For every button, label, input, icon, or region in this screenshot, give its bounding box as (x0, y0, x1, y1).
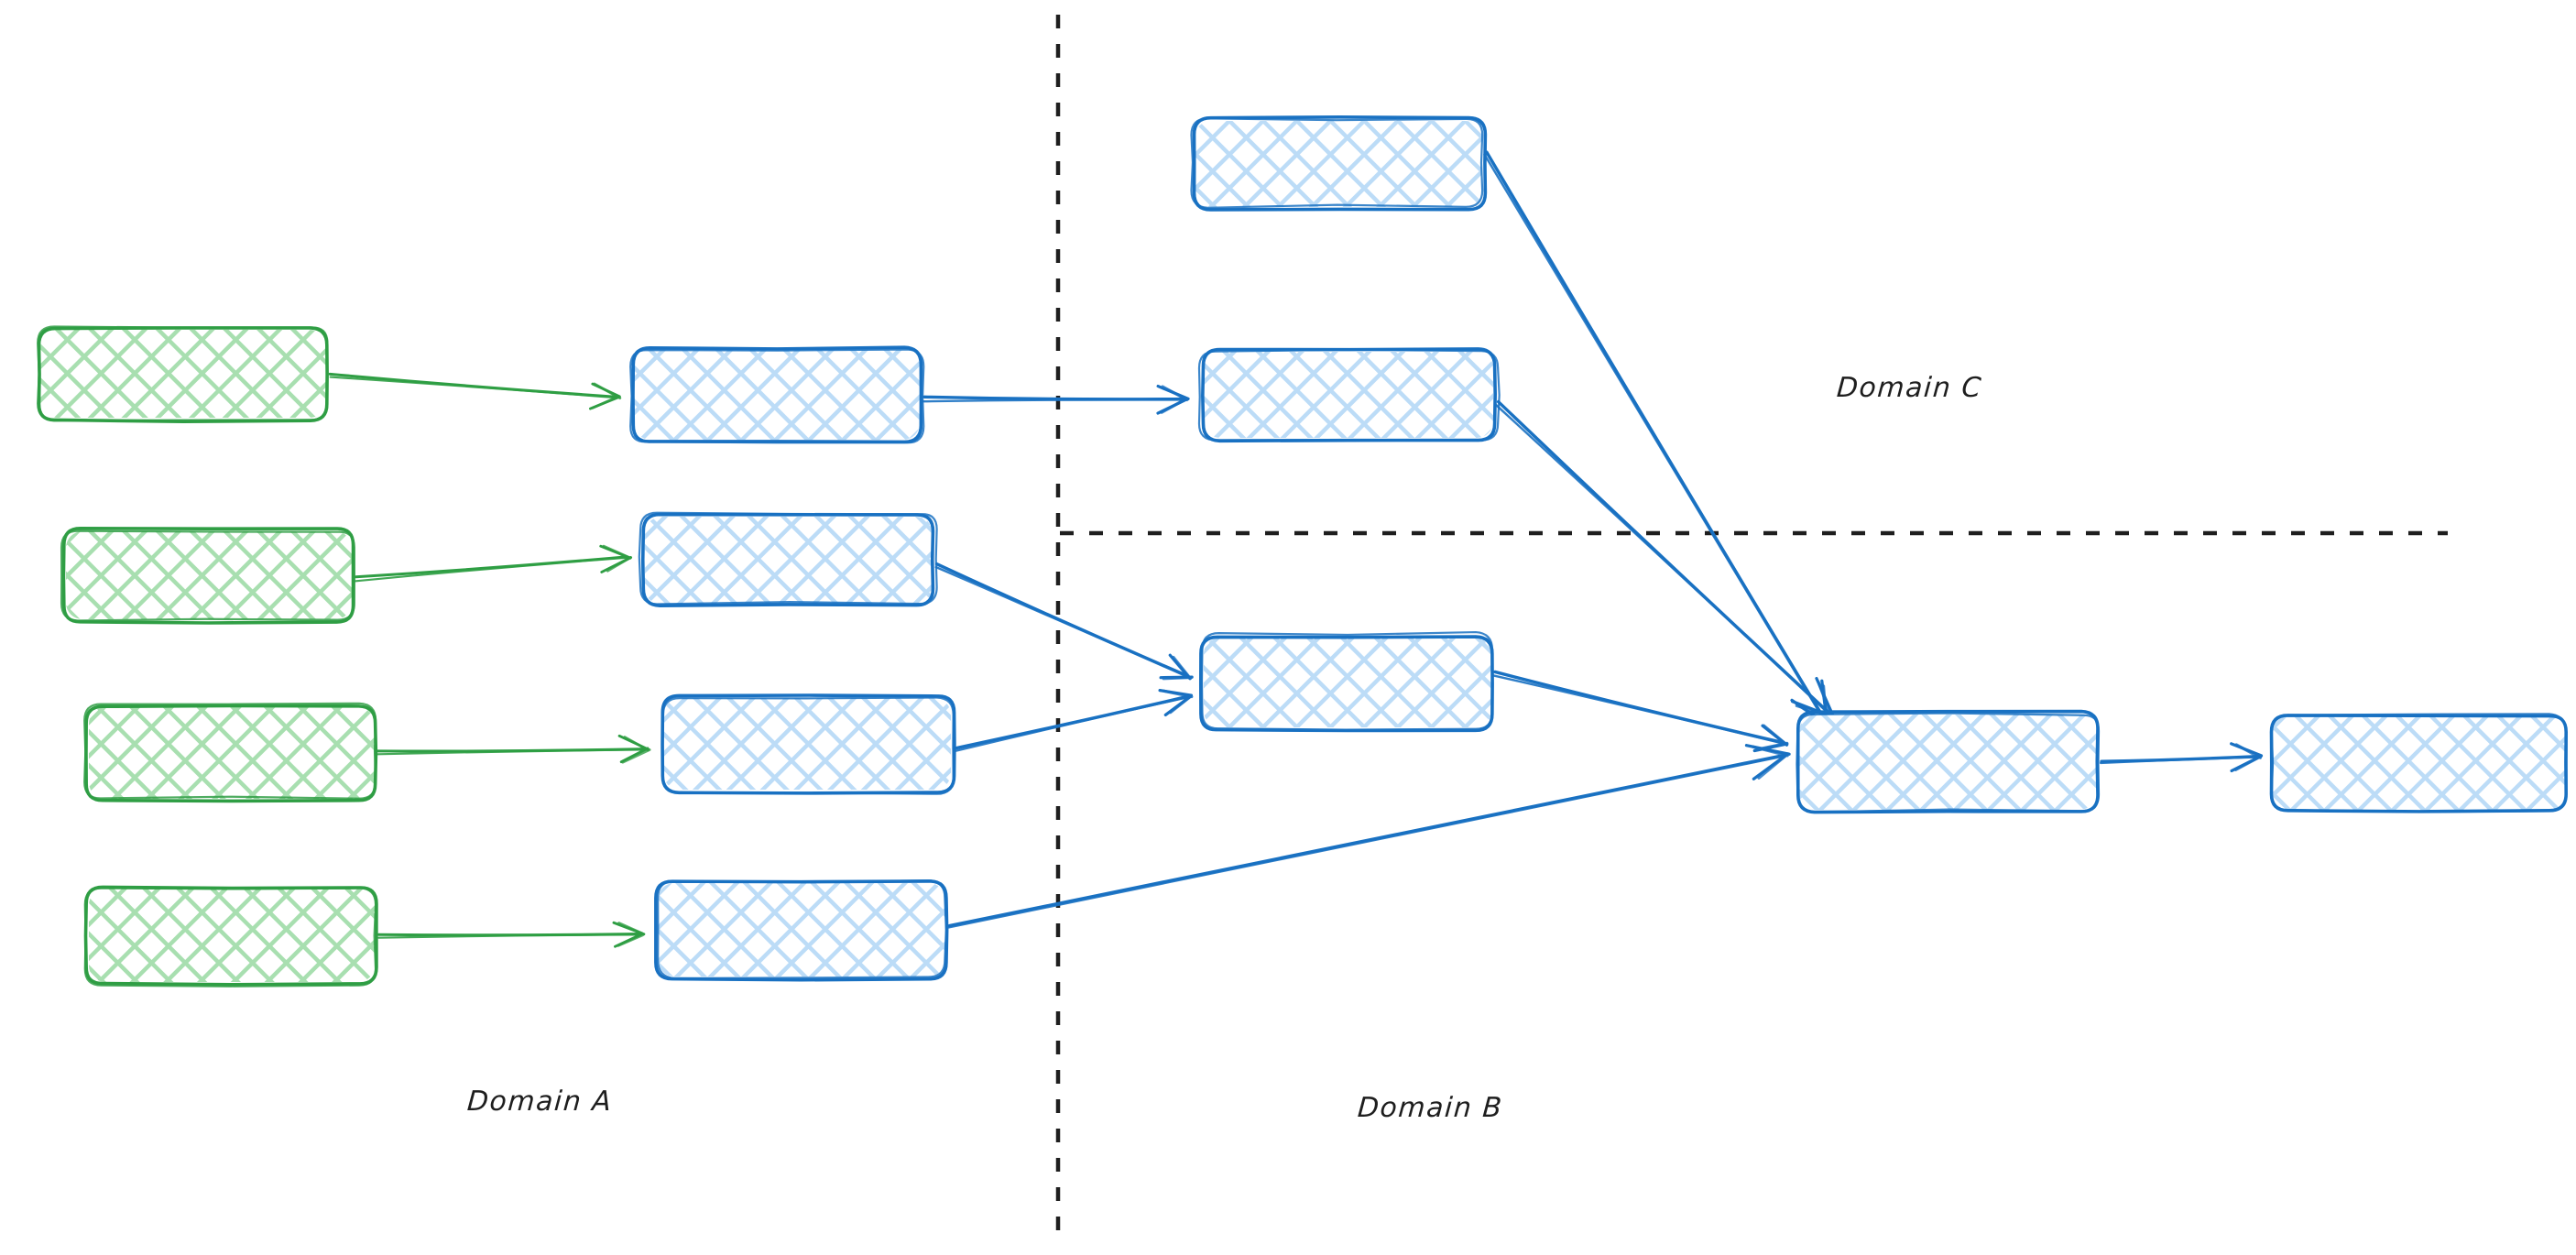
dividers-layer (1055, 15, 2448, 1242)
edge-a-proc-3-to-b-node-1[interactable] (952, 689, 1194, 753)
node-sink-node[interactable] (2269, 713, 2568, 813)
nodes-layer (37, 115, 2568, 988)
node-outline (83, 702, 377, 800)
node-hitbox-hub-node[interactable] (1797, 713, 2098, 812)
node-outline (640, 512, 935, 607)
node-outline (638, 511, 938, 606)
node-outline (83, 885, 378, 987)
node-b-node-1[interactable] (1198, 630, 1494, 733)
node-a-src-4[interactable] (83, 885, 378, 988)
domain-label-domain-b: Domain B (1356, 1092, 1504, 1124)
edge-a-src-1-to-a-proc-1[interactable] (328, 372, 622, 410)
node-outline (1200, 630, 1494, 731)
domain-label-domain-c: Domain C (1835, 372, 1984, 404)
node-hitbox-a-src-3[interactable] (87, 705, 377, 801)
edge-a-src-2-to-a-proc-2[interactable] (354, 544, 633, 583)
node-hub-node[interactable] (1796, 709, 2101, 814)
node-outline (83, 887, 377, 988)
node-fill (40, 330, 326, 418)
node-a-proc-1[interactable] (629, 345, 925, 444)
edge-a-proc-2-to-b-node-1[interactable] (934, 562, 1194, 681)
edge-b-node-1-to-hub-node[interactable] (1492, 670, 1789, 753)
node-hitbox-b-node-1[interactable] (1202, 636, 1493, 729)
node-fill (1195, 121, 1482, 207)
node-outline (2270, 713, 2567, 813)
node-fill (2272, 716, 2565, 810)
node-c-node-2[interactable] (1197, 347, 1501, 443)
edges-layer (328, 150, 2264, 948)
node-outline (37, 325, 329, 422)
node-fill (663, 698, 951, 790)
node-a-proc-3[interactable] (660, 693, 956, 795)
node-fill (634, 350, 920, 440)
node-outline (1192, 115, 1488, 212)
node-outline (84, 704, 378, 803)
node-fill (89, 889, 375, 982)
node-a-proc-2[interactable] (638, 511, 938, 607)
domain-label-domain-a: Domain A (465, 1086, 614, 1118)
node-c-node-1[interactable] (1190, 115, 1488, 212)
node-fill (1799, 715, 2096, 810)
node-fill (658, 883, 945, 977)
node-outline (1197, 348, 1501, 442)
node-hitbox-a-proc-4[interactable] (656, 881, 947, 978)
node-outline (1190, 117, 1484, 209)
node-outline (60, 529, 355, 622)
node-hitbox-sink-node[interactable] (2270, 715, 2567, 812)
edge-a-src-3-to-a-proc-3[interactable] (375, 734, 651, 764)
node-hitbox-c-node-2[interactable] (1202, 350, 1495, 440)
node-hitbox-a-src-4[interactable] (87, 887, 377, 984)
node-fill (89, 707, 375, 799)
node-outline (654, 879, 949, 982)
node-hitbox-a-proc-2[interactable] (643, 515, 934, 606)
node-outline (629, 348, 925, 444)
node-a-src-1[interactable] (37, 325, 329, 424)
node-a-src-2[interactable] (60, 526, 355, 625)
node-fill (645, 517, 933, 605)
edge-a-proc-1-to-c-node-2[interactable] (921, 384, 1190, 415)
node-hitbox-a-proc-3[interactable] (661, 696, 953, 791)
node-a-src-3[interactable] (83, 702, 378, 803)
node-hitbox-a-src-1[interactable] (38, 328, 328, 420)
node-a-proc-4[interactable] (654, 878, 949, 982)
node-hitbox-a-src-2[interactable] (64, 529, 354, 621)
node-outline (1796, 712, 2101, 813)
node-outline (1198, 635, 1494, 733)
node-outline (661, 696, 955, 795)
node-outline (657, 878, 947, 980)
node-hitbox-c-node-1[interactable] (1193, 119, 1484, 209)
node-fill (66, 531, 352, 619)
edge-a-proc-4-to-hub-node[interactable] (947, 744, 1791, 929)
node-fill (1204, 352, 1493, 438)
edge-a-src-4-to-a-proc-4[interactable] (377, 921, 646, 948)
edge-hub-node-to-sink-node[interactable] (2099, 742, 2264, 773)
node-hitbox-a-proc-1[interactable] (632, 348, 922, 442)
node-fill (1204, 638, 1491, 727)
